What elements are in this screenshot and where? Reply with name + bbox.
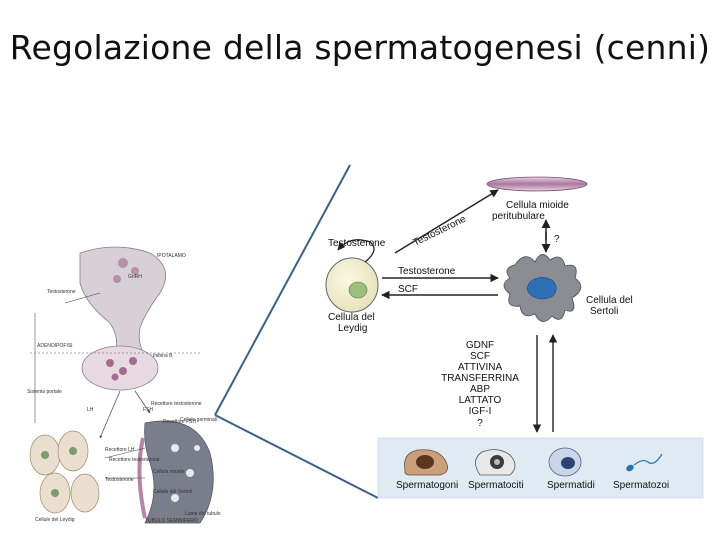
- hpg-figure-label: Recettore LH: [105, 447, 135, 453]
- hpg-figure-label: Inibina B: [153, 353, 173, 359]
- factor-item: GDNF: [466, 340, 494, 351]
- hpg-figure-label: IPOTALAMO: [157, 253, 186, 259]
- hpg-figure-label: Cellule del Leydig: [35, 517, 75, 523]
- hpg-figure-label: Cellule del Sertoli: [153, 489, 192, 495]
- secreted-factors-list: GDNF SCF ATTIVINA TRANSFERRINA ABP LATTA…: [441, 340, 519, 429]
- cell-label-spermatogoni: Spermatogoni: [396, 480, 458, 491]
- myoid-question: ?: [554, 234, 560, 245]
- hpg-axis-figure: IPOTALAMOGnRHTestosteroneADENOIPOFISIIni…: [25, 243, 230, 528]
- factor-item: ?: [477, 418, 483, 429]
- hpg-figure-label: Lume del tubulo: [185, 511, 221, 517]
- scf-label: SCF: [398, 284, 418, 295]
- spermatozoon-cell: [626, 453, 663, 472]
- factor-item: LATTATO: [459, 395, 502, 406]
- hpg-figure-label: ADENOIPOFISI: [37, 343, 73, 349]
- hpg-figure-label: FSH: [143, 407, 153, 413]
- hpg-figure-label: Recettore testosterone: [109, 457, 160, 463]
- hpg-figure-label: Cellule germinali: [180, 417, 217, 423]
- sertoli-nucleus: [527, 277, 557, 300]
- leydig-autocrine-arrow: [337, 239, 375, 263]
- leydig-nucleus: [348, 281, 368, 299]
- hpg-figure-label: Testosterone: [47, 289, 76, 295]
- hpg-figure-label: TUBULO SEMINIFERO: [145, 518, 198, 524]
- slide-title: Regolazione della spermatogenesi (cenni): [9, 28, 711, 67]
- cell-label-spermatociti: Spermatociti: [468, 480, 524, 491]
- factor-item: TRANSFERRINA: [441, 373, 519, 384]
- hpg-figure-label: Sistema portale: [27, 389, 62, 395]
- factor-item: ATTIVINA: [458, 362, 503, 373]
- hpg-figure-label: Recettore FSH: [163, 419, 196, 425]
- testosterone-diagonal-label: Testosterone: [411, 214, 468, 249]
- myoid-cell: [486, 176, 588, 192]
- factor-item: ABP: [470, 384, 490, 395]
- testosterone-autocrine-label: Testosterone: [328, 238, 386, 249]
- leydig-to-myoid-arrow: [394, 189, 499, 254]
- hpg-figure-label: Recettore testosterone: [151, 401, 202, 407]
- factor-item: IGF-I: [469, 406, 492, 417]
- factor-item: SCF: [470, 351, 490, 362]
- hpg-figure-label: Testosterone: [105, 477, 134, 483]
- hpg-figure-label: GnRH: [128, 274, 142, 280]
- hpg-figure-label: Cellula mioide: [153, 469, 185, 475]
- cell-label-spermatidi: Spermatidi: [547, 480, 595, 491]
- testosterone-mid-label: Testosterone: [398, 266, 456, 277]
- hpg-figure-label: LH: [87, 407, 94, 413]
- cell-label-spermatozoi: Spermatozoi: [613, 480, 669, 491]
